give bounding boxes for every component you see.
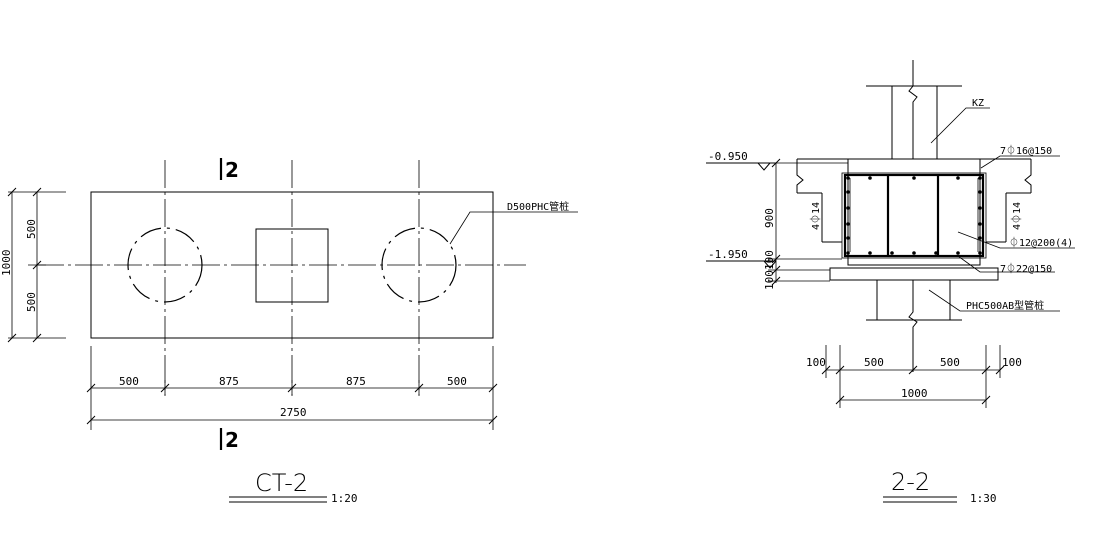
cap-outline [847,158,981,266]
dim-100-a: 100 [763,250,776,270]
cushion-layer [829,267,999,281]
pile-label-leader [449,211,578,245]
plan-dim-875-left: 875 [219,375,239,388]
section-view: -0.950 -1.950 900 100 100 4⏀14 4⏀14 KZ 7… [706,60,1075,505]
plan-dim-500-right: 500 [447,375,467,388]
stirrup-label: ⏀12@200(4) [1009,236,1073,249]
level-top: -0.950 [708,150,748,163]
sec-dim-100-right: 100 [1002,356,1022,369]
pile-type-label: PHC500AB型管桩 [966,299,1044,312]
pile-left [127,227,203,303]
dim-900: 900 [763,208,776,228]
rebar-bottom: 7⏀22@150 [1000,262,1052,275]
plan-title: CT-2 [255,469,308,497]
sec-dim-500-right: 500 [940,356,960,369]
column-label: KZ [972,98,984,109]
rebar-cage [843,173,985,258]
sec-dim-100-left: 100 [806,356,826,369]
rebar-side-right: 4⏀14 [1010,202,1023,230]
plan-dim-total: 2750 [280,406,307,419]
level-bottom: -1.950 [708,248,748,261]
cap-inner [841,172,987,259]
plan-dim-875-right: 875 [346,375,366,388]
pile-label: D500PHC管桩 [507,200,569,213]
section-title: 2-2 [891,468,930,496]
sec-dim-total: 1000 [901,387,928,400]
rebar-top: 7⏀16@150 [1000,144,1052,157]
column-square [255,228,329,303]
rebar-side-left: 4⏀14 [809,202,822,230]
plan-dim-500-left: 500 [119,375,139,388]
section-scale: 1:30 [970,492,997,505]
plan-dim-1000: 1000 [0,250,13,277]
dim-100-b: 100 [763,270,776,290]
pile-right [381,227,457,303]
section-mark-top: 2 [225,158,239,182]
plan-view: D500PHC管桩 2 2 500 875 875 500 2750 [0,158,578,505]
plan-dim-500-bottom: 500 [25,292,38,312]
section-mark-bottom: 2 [225,428,239,452]
plan-dim-500-top: 500 [25,219,38,239]
plan-scale: 1:20 [331,492,358,505]
sec-dim-500-left: 500 [864,356,884,369]
